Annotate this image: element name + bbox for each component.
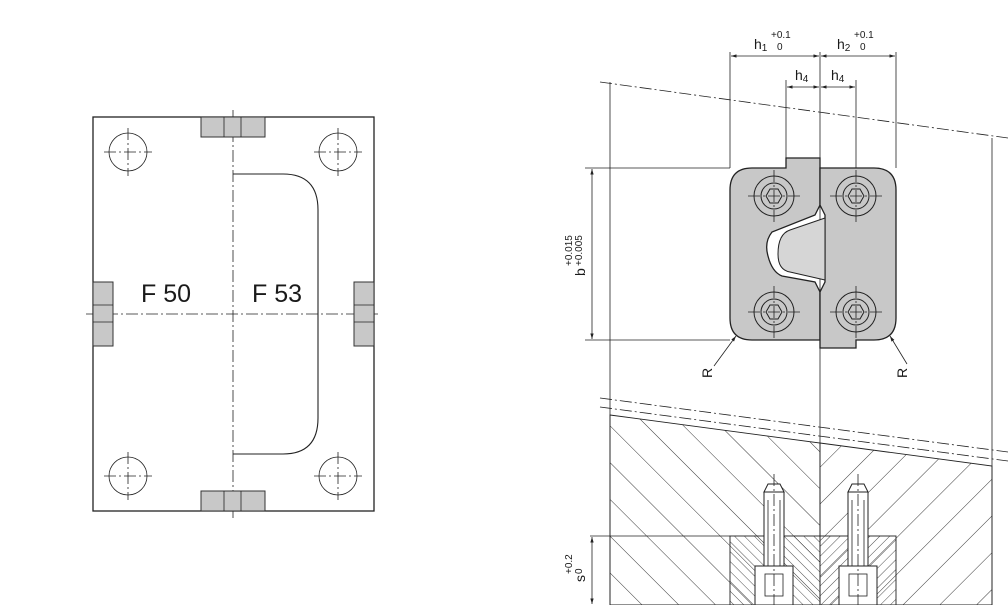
svg-text:0: 0 xyxy=(860,42,866,53)
section-view: h1 +0.1 0 h2 +0.1 0 h4 h4 b +0.015 +0.00… xyxy=(564,30,1008,605)
interlock-part-left xyxy=(729,157,821,341)
parting-line-top xyxy=(599,81,1008,139)
interlock-block-right xyxy=(353,281,375,347)
screw-head-top-right xyxy=(830,170,882,222)
interlock-block-bottom xyxy=(200,490,266,512)
label-f53: F 53 xyxy=(252,280,302,308)
interlock-tongue xyxy=(777,217,826,281)
dim-h1: h1 +0.1 0 xyxy=(754,30,791,54)
interlock-block-top xyxy=(200,116,266,138)
screw-head-top-left xyxy=(748,170,800,222)
label-f50: F 50 xyxy=(141,280,191,308)
plan-view: F 50 F 53 xyxy=(86,110,380,518)
interlock-block-left xyxy=(92,281,114,347)
svg-text:s: s xyxy=(572,575,588,582)
dim-h4-left: h4 xyxy=(795,67,809,85)
bolt-hole-bottom-left xyxy=(104,452,152,500)
svg-text:+0.1: +0.1 xyxy=(771,30,791,41)
dim-s: s +0.2 0 xyxy=(564,554,588,582)
svg-text:0: 0 xyxy=(777,42,783,53)
svg-text:0: 0 xyxy=(574,568,585,574)
svg-text:h1: h1 xyxy=(754,36,768,54)
radius-label-right: R xyxy=(894,368,910,378)
bolt-hole-top-right xyxy=(314,128,362,176)
dim-h2: h2 +0.1 0 xyxy=(837,30,874,54)
radius-label-left: R xyxy=(699,368,715,378)
screw-head-bottom-left xyxy=(748,286,800,338)
svg-text:h2: h2 xyxy=(837,36,851,54)
svg-text:+0.005: +0.005 xyxy=(574,235,585,266)
parting-line-mid-1 xyxy=(599,397,1008,453)
cavity-outline xyxy=(233,173,319,455)
parting-line-mid-2 xyxy=(599,406,1008,462)
svg-text:+0.2: +0.2 xyxy=(564,554,575,574)
dim-b: b +0.015 +0.005 xyxy=(564,235,588,276)
bolt-hole-bottom-right xyxy=(314,452,362,500)
bolt-hole-top-left xyxy=(104,128,152,176)
svg-text:+0.015: +0.015 xyxy=(564,235,575,266)
dim-h4-right: h4 xyxy=(831,67,845,85)
svg-text:+0.1: +0.1 xyxy=(854,30,874,41)
screw-head-bottom-right xyxy=(830,286,882,338)
screw-section-left xyxy=(754,474,794,605)
screw-section-right xyxy=(838,474,878,605)
svg-text:b: b xyxy=(572,268,588,276)
